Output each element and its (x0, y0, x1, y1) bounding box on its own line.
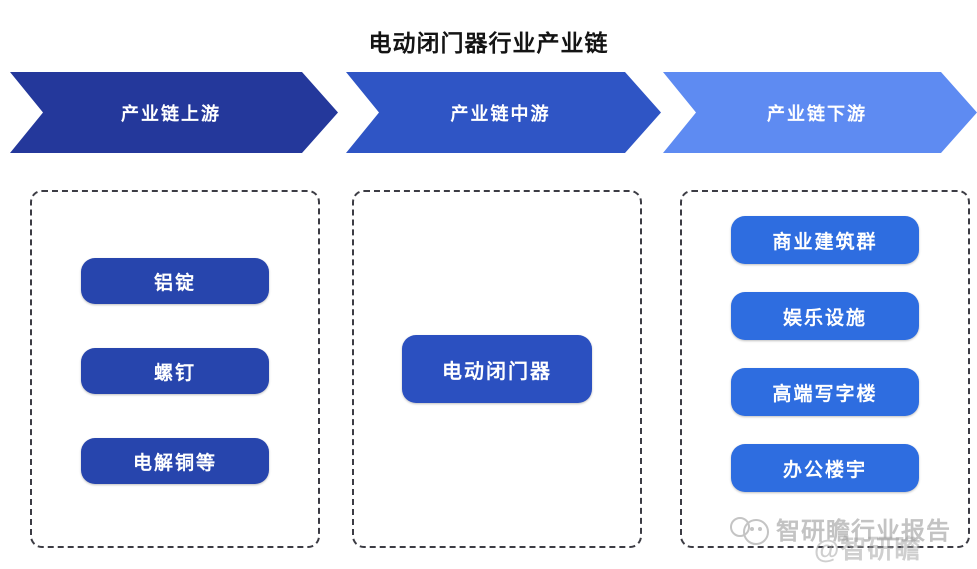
midstream-group-box: 电动闭门器 (352, 190, 642, 548)
watermark-handle-text: @智研瞻 (814, 534, 922, 564)
downstream-item-office-buildings: 办公楼宇 (731, 444, 919, 492)
stage-banner-downstream: 产业链下游 (663, 72, 977, 153)
stage-label-downstream: 产业链下游 (767, 103, 867, 124)
upstream-item-screws: 螺钉 (81, 348, 269, 394)
upstream-item-aluminum-ingot: 铝锭 (81, 258, 269, 304)
stage-label-midstream: 产业链中游 (450, 103, 551, 124)
upstream-group-box: 铝锭 螺钉 电解铜等 (30, 190, 320, 548)
stage-label-upstream: 产业链上游 (121, 103, 221, 124)
downstream-group-box: 商业建筑群 娱乐设施 高端写字楼 办公楼宇 (680, 190, 970, 548)
upstream-item-electrolytic-copper: 电解铜等 (81, 438, 269, 484)
downstream-item-highend-office-towers: 高端写字楼 (731, 368, 919, 416)
watermark: 智研瞻行业报告 @智研瞻 (728, 505, 977, 565)
midstream-item-electric-door-closer: 电动闭门器 (402, 335, 592, 403)
downstream-item-entertainment-facilities: 娱乐设施 (731, 292, 919, 340)
watermark-mascot-icon (728, 513, 772, 552)
page-title: 电动闭门器行业产业链 (368, 30, 609, 56)
stage-banner-midstream: 产业链中游 (346, 72, 661, 153)
watermark-brand-text: 智研瞻行业报告 (776, 518, 951, 545)
stage-banner-upstream: 产业链上游 (10, 72, 338, 153)
downstream-item-commercial-buildings: 商业建筑群 (731, 216, 919, 264)
